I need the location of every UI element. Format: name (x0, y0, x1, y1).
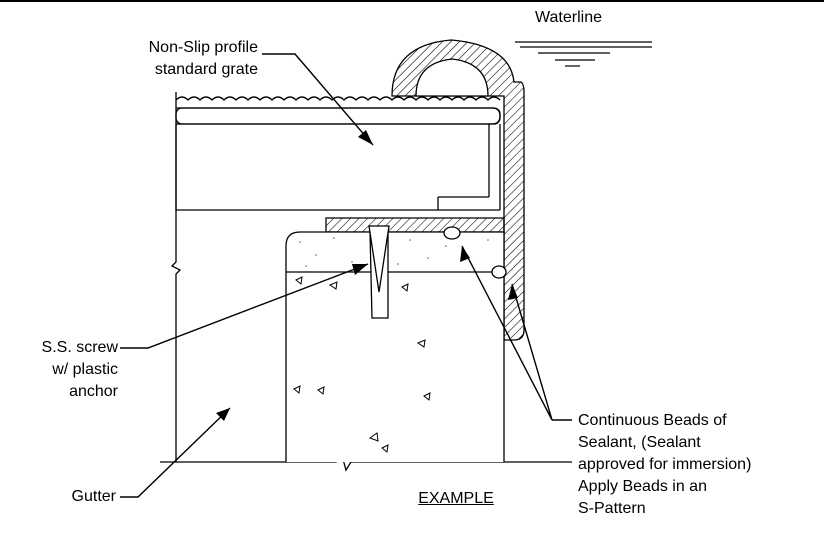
leader-lines (120, 53, 572, 498)
sealant-label-line2: Sealant, (Sealant (578, 434, 701, 451)
sealant-label-line3: approved for immersion) (578, 456, 752, 473)
sealant-label-line4: Apply Beads in an (578, 478, 707, 495)
screw-label-line3: anchor (69, 383, 118, 400)
sealant-label-line1: Continuous Beads of (578, 412, 727, 429)
grate-wavy-top (175, 96, 501, 101)
arrowheads (216, 130, 518, 421)
screw-label-line2: w/ plastic (52, 361, 118, 378)
grate-body (175, 107, 501, 211)
waterline-label: Waterline (535, 9, 602, 26)
coping-profile (325, 39, 525, 341)
example-label: EXAMPLE (418, 490, 494, 507)
sealant-beads (443, 226, 507, 279)
waterline-symbol (515, 41, 652, 67)
grate-label-line2: standard grate (154, 61, 258, 78)
gutter-wall (170, 92, 182, 462)
screw-label-line1: S.S. screw (41, 339, 118, 356)
concrete-curb (285, 225, 505, 462)
sealant-label-line5: S-Pattern (578, 500, 646, 517)
gutter-label: Gutter (71, 488, 116, 505)
aggregate-triangles (293, 276, 431, 453)
grate-label-line1: Non-Slip profile (148, 39, 258, 56)
